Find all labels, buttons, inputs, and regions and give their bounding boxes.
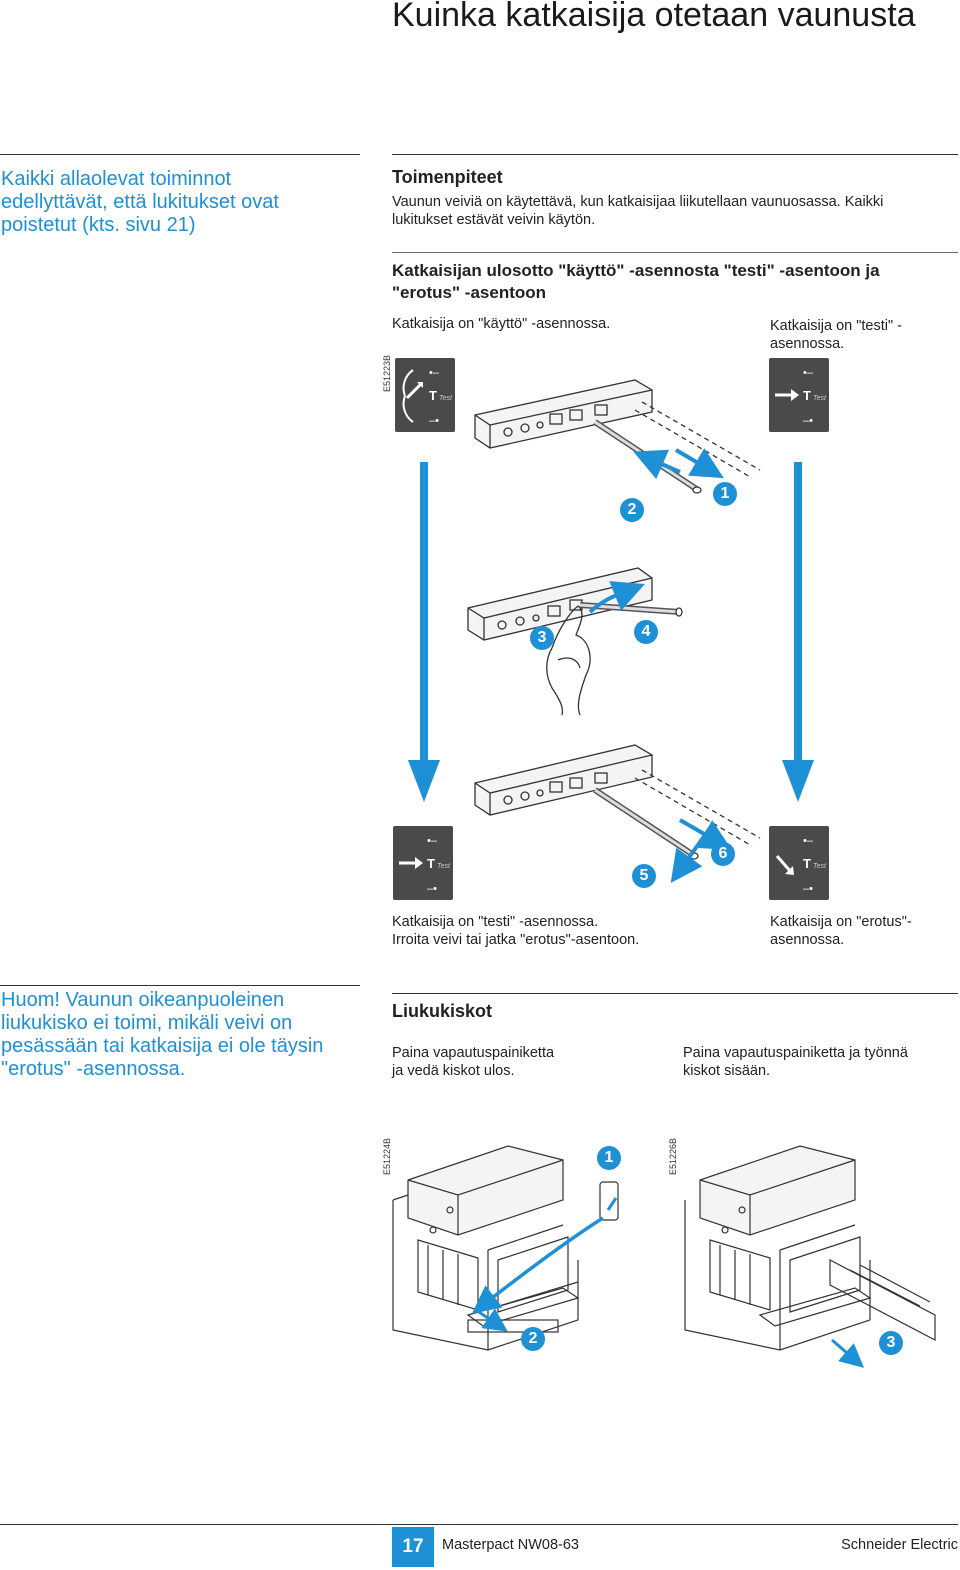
turn-arrow-4 [588,581,645,614]
caption-line: ja vedä kiskot ulos. [392,1063,515,1079]
rail-step-badge-3: 3 [879,1331,903,1355]
caption-erotus: Katkaisija on "erotus"- asennossa. [770,913,960,949]
rail-step-badge-2: 2 [521,1327,545,1351]
section2-heading: Liukukiskot [392,1001,493,1021]
section1-body-line: lukitukset estävät veivin käytön. [392,212,596,228]
svg-text:•–: •– [803,367,814,379]
caption-kaytto: Katkaisija on "käyttö" -asennossa. [392,316,611,332]
chassis-figure-push [684,1145,936,1368]
svg-text:Test: Test [813,395,827,402]
left-rule-bottom [0,985,360,986]
caption-line: Paina vapautuspainiketta [392,1045,555,1061]
position-indicator-test-top: •– T Test –• [769,358,829,432]
svg-text:Test: Test [437,863,451,870]
page-number: 17 [392,1527,434,1567]
caption-line: asennossa. [770,336,845,352]
svg-text:Test: Test [439,395,453,402]
left-rule-top [0,154,360,155]
left-note-bottom: Huom! Vaunun oikeanpuoleinen liukukisko … [1,989,371,1081]
step-badge-5: 5 [632,864,656,888]
chassis-figure-pull [392,1145,619,1351]
left-note-bottom-line: liukukisko ei toimi, mikäli veivi on [1,1012,293,1034]
rail-in-arrow [831,1338,865,1368]
step-badge-2: 2 [620,498,644,522]
svg-text:•–: •– [803,835,814,847]
svg-text:•–: •– [429,367,440,379]
step-badge-4: 4 [634,620,658,644]
blue-down-arrow-right [782,462,814,802]
step-badge-1: 1 [713,482,737,506]
svg-text:Test: Test [813,863,827,870]
caption-line: Katkaisija on "testi" -asennossa. [392,914,599,930]
section1-body-line: Vaunun veiviä on käytettävä, kun katkais… [392,194,884,210]
figure-id-e51226b: E51226B [668,1137,678,1175]
rotation-arrow-2 [633,449,681,480]
section1-rule-top [392,154,958,155]
caption-line: kiskot sisään. [683,1063,771,1079]
pull-rail-arrow [471,1216,604,1314]
left-note-bottom-line: Huom! Vaunun oikeanpuoleinen [1,989,285,1011]
caption-line: asennossa. [770,932,845,948]
footer-rule [0,1524,958,1525]
footer-product: Masterpact NW08-63 [442,1537,579,1553]
svg-text:•–: •– [427,835,438,847]
position-indicator-test-bottom: •– T Test –• [393,826,453,900]
step-badge-6: 6 [711,842,735,866]
section1-subheading-line: Katkaisijan ulosotto "käyttö" -asennosta… [392,261,880,280]
svg-text:T: T [427,856,435,871]
caption-rails-in: Paina vapautuspainiketta ja työnnä kisko… [683,1044,960,1080]
section1-subheading: Katkaisijan ulosotto "käyttö" -asennosta… [392,260,958,304]
left-note-bottom-line: pesässään tai katkaisija ei ole täysin [1,1035,324,1057]
caption-line: Irroita veivi tai jatka "erotus"-asentoo… [392,932,640,948]
press-release-arrow [606,1197,618,1211]
caption-testi-top: Katkaisija on "testi" - asennossa. [770,317,960,353]
svg-text:T: T [803,856,811,871]
caption-rails-out: Paina vapautuspainiketta ja vedä kiskot … [392,1044,662,1080]
left-note-top-line: poistetut (kts. sivu 21) [1,214,196,236]
caption-testi-bottom: Katkaisija on "testi" -asennossa. Irroit… [392,913,752,949]
section2-rule-top [392,993,958,994]
caption-line: Katkaisija on "testi" - [770,318,902,334]
svg-text:–•: –• [803,415,813,427]
caption-line: Katkaisija on "erotus"- [770,914,912,930]
svg-text:T: T [429,388,437,403]
svg-text:T: T [803,388,811,403]
rail-step-badge-1: 1 [597,1146,621,1170]
section1-rule-sub [392,252,958,253]
blue-down-arrow-left [408,462,440,802]
footer-brand: Schneider Electric [841,1537,958,1553]
left-note-top: Kaikki allaolevat toiminnot edellyttävät… [1,168,361,237]
crank-mechanism-bottom [474,744,761,860]
disconnect-arrow-6 [678,818,732,851]
section1-subheading-line: "erotus" -asentoon [392,283,547,302]
section1-heading: Toimenpiteet [392,167,503,187]
rotation-arrow-1 [674,448,724,479]
section1-body: Vaunun veiviä on käytettävä, kun katkais… [392,193,952,229]
svg-text:–•: –• [803,883,813,895]
svg-text:–•: –• [429,415,439,427]
svg-text:–•: –• [427,883,437,895]
caption-line: Paina vapautuspainiketta ja työnnä [683,1045,908,1061]
left-note-top-line: Kaikki allaolevat toiminnot [1,168,232,190]
left-note-bottom-line: "erotus" -asennossa. [1,1058,186,1080]
position-indicator-disconnected: •– T Test –• [769,826,829,900]
step-badge-3: 3 [530,626,554,650]
crank-mechanism-top [474,379,761,494]
left-note-top-line: edellyttävät, että lukitukset ovat [1,191,279,213]
position-indicator-connected: •– T Test –• [395,358,455,432]
page-title: Kuinka katkaisija otetaan vaunusta [392,0,916,34]
rail-out-arrow [475,1308,508,1332]
withdrawal-figure: •– T Test –• •– T Test –• •– T Test –• •… [393,358,829,900]
